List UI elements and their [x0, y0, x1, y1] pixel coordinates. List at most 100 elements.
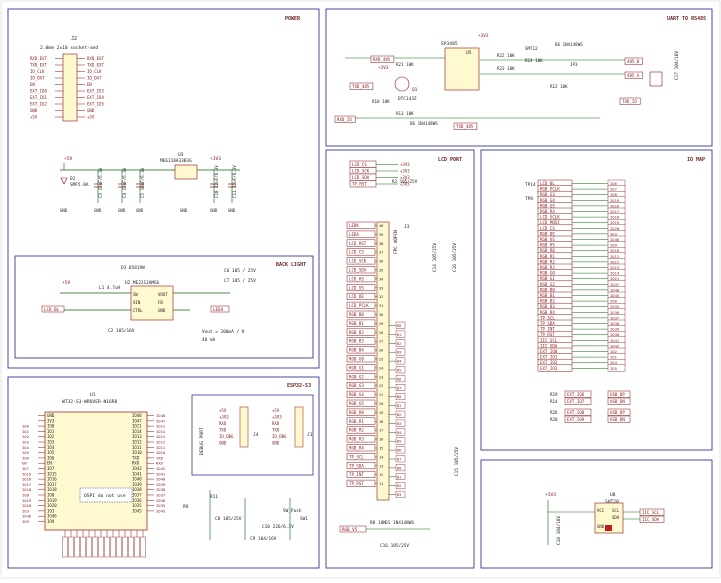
sht-ref: U8	[610, 492, 616, 498]
io-pin: IO10	[610, 248, 620, 253]
esp-r9: R9	[183, 504, 189, 510]
j2-left-net: RXD_EXT	[30, 56, 47, 61]
lcd-left-net: TP_RST	[349, 481, 364, 486]
lcd-pin-num: 14	[379, 455, 383, 459]
lcd-top-rail: +3V3	[400, 182, 410, 187]
esp32-right-net: IO40	[156, 477, 166, 482]
gnd-label: GND	[60, 208, 68, 213]
uart-txd-io-flag	[619, 97, 641, 105]
lcd-pin-num: 40	[379, 224, 383, 228]
esp32-left-net: IO18	[22, 487, 32, 492]
j2-left-net: +5V	[30, 115, 38, 120]
esp32-right-pin: IO47	[132, 418, 142, 423]
gnd-label: GND	[94, 208, 102, 213]
io-pin: IO47	[610, 282, 619, 287]
esp32-left-net: IO8	[22, 493, 30, 498]
lcd-pin-num: 33	[379, 286, 383, 290]
io-pin: IO39	[610, 327, 620, 332]
lcd-pin-num: 19	[379, 411, 383, 415]
lcd-connector: J3 FPC 40PIN LCD_CS+3V3LCD_SCK+3V3LCD_SD…	[339, 160, 460, 549]
sht-cap: C18 104/16V	[556, 516, 562, 545]
io-pin: IO7	[610, 187, 617, 192]
esp32-left-net: IO9	[22, 519, 30, 524]
j2-right-net: IO_DAT	[87, 76, 102, 81]
esp32-left-net: EN	[22, 461, 27, 466]
esp32-left-net: IO16	[22, 477, 32, 482]
lcd-top-net: LCD_SCK	[352, 169, 370, 174]
module-ref: U1	[90, 392, 96, 398]
esp32-left-pin: IO19	[47, 498, 57, 503]
lcd-c13: C14 105/25V	[432, 243, 438, 272]
io-usb-net: USB_DP	[610, 392, 625, 397]
esp32-left-net: IO1	[22, 429, 30, 434]
io-pin: IO3	[610, 231, 617, 236]
sht-pin: VCC	[597, 508, 605, 513]
io-pin: IO45	[610, 293, 619, 298]
esp32-left-net: IO0	[22, 424, 30, 429]
lcd-pin-num: 32	[379, 295, 383, 299]
io-signal: RGB_G3	[540, 192, 555, 197]
io-usb-net-flag	[607, 408, 631, 416]
u2-pin: VOUT	[158, 292, 168, 297]
uart-part: R13 10K	[396, 111, 414, 116]
io-signal: RGB_B1	[540, 293, 555, 298]
uart-nets: RXD_485TXD_485RXD_IO+3V3+3V3485_B485_ATX…	[334, 33, 643, 130]
io-pin: IO46	[610, 237, 620, 242]
io-pin: IO42	[610, 343, 619, 348]
j2-right-net: EXT_IO3	[87, 89, 104, 94]
io-pin: IO14	[610, 271, 620, 276]
esp32-left-net: IO15	[22, 471, 31, 476]
j2-left-net: EN	[30, 82, 35, 87]
io-pin: IO17	[610, 209, 619, 214]
gnd-label: GND	[180, 208, 188, 213]
esp32-right-net: IO13	[156, 434, 165, 439]
lcd-pin-num: 27	[379, 340, 383, 344]
esp32-right-net: IO36	[156, 498, 166, 503]
esp32-left-pin: IO3	[47, 508, 55, 513]
lcd-r8: R8 10K	[370, 520, 386, 526]
io-tp8: TP8	[525, 196, 533, 202]
esp32-right-net: IO10	[156, 450, 166, 455]
j2-right-nets: RXD_EXTTXD_EXTIO_CLKIO_DATENEXT_IO3EXT_I…	[77, 56, 104, 120]
lcd-left-net: TP_INT	[349, 472, 364, 477]
lcd-left-net: LCD_CS	[349, 250, 364, 255]
lcd-pin-num: 22	[379, 384, 383, 388]
lcd-c16: C16 105/25V	[380, 543, 409, 549]
io-signal: RGB_VS	[540, 237, 555, 242]
io-pin: IO11	[610, 254, 620, 259]
io-pin: IO9	[610, 243, 618, 248]
lcd-conn-part: FPC 40PIN	[393, 230, 399, 254]
io-signal: RGB_B4	[540, 310, 555, 315]
lcd-left-net: RGB_B4	[349, 348, 364, 353]
esp32-left-pin: IO16	[47, 477, 57, 482]
sht-pin: SDA	[612, 515, 620, 520]
lcd-d1: D1 1N4148WS	[385, 520, 414, 526]
io-usb-ext: EXT_IO6	[567, 392, 585, 397]
lcd-left-net: LCD_HS	[349, 276, 364, 281]
io-signal: RGB_R4	[540, 209, 555, 214]
esp32-right-net: IO14	[156, 429, 166, 434]
io-signal: RGB_R3	[540, 265, 555, 270]
esp32-right-net: IO35	[156, 503, 165, 508]
uart-part: R23 10K	[497, 66, 515, 71]
j2-left-net: EXT_IO2	[30, 102, 47, 107]
io-title: IO MAP	[687, 157, 705, 163]
j2-left-net: EXT_IO1	[30, 95, 47, 100]
uart-q-ref: Q1	[412, 87, 418, 93]
io-signal: RGB_PCLK	[540, 187, 560, 192]
esp32-right-net: IO45	[156, 508, 165, 513]
psram-note: OSPI do not use	[84, 493, 126, 499]
lcd-right-tag: B3	[397, 493, 401, 497]
lcd-pin-num: 30	[379, 313, 383, 317]
esp32-left-net: IO3	[22, 508, 29, 513]
esp32-title: ESP32-S3	[287, 383, 311, 389]
lcd-top-rail: +3V3	[400, 162, 410, 167]
lcd-left-net: LEDK	[349, 223, 359, 228]
uart-485-b: 485_B	[627, 59, 640, 64]
lcd-right-tag: B5	[397, 440, 401, 444]
